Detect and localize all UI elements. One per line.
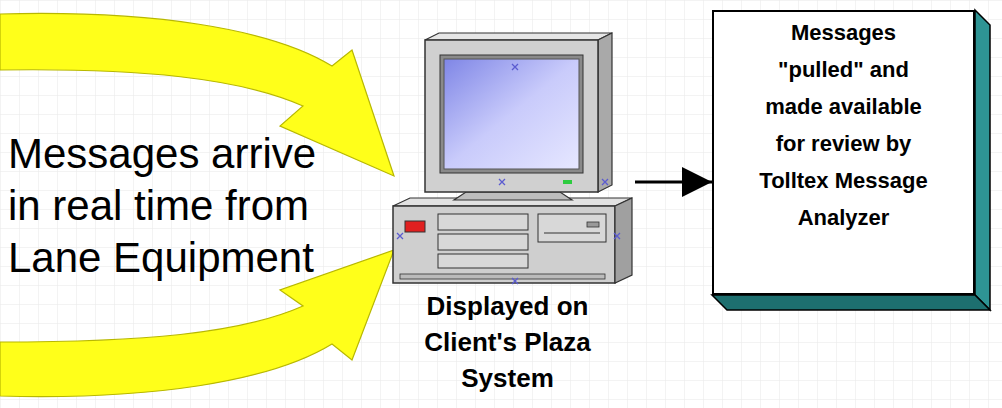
status-light [563,180,572,184]
case-front [393,206,615,283]
drive-bay [438,254,528,268]
power-light [405,221,425,232]
computer-node: Displayed on Client's Plaza System [380,30,635,402]
computer-illustration [393,33,632,283]
drive-bay [538,214,606,242]
case-side [615,198,632,283]
connection-mark [614,233,620,239]
connection-mark [499,179,505,185]
monitor-screen [444,59,579,169]
box-bottom-extrusion [712,295,990,310]
monitor-stand [454,192,572,200]
connection-mark [397,233,403,239]
free-text-label: Messages arrive in real time from Lane E… [8,128,358,284]
connection-mark [512,278,518,284]
monitor-top [425,33,612,40]
connector-arrow [635,181,712,184]
drive-bay [438,234,528,250]
case-foot [400,274,605,279]
monitor-side [598,33,612,192]
drive-bay [438,214,528,230]
box-side-extrusion [975,10,990,310]
connection-points [397,64,720,284]
box-text: Messages "pulled" and made available for… [758,12,930,236]
screen-bezel [440,55,583,173]
process-box: Messages "pulled" and made available for… [712,10,975,295]
drive-button [587,222,599,227]
connection-mark [512,64,518,70]
monitor-front [425,40,598,192]
drive-slot [544,233,600,234]
node-caption: Displayed on Client's Plaza System [422,288,594,396]
connection-mark [602,179,608,185]
